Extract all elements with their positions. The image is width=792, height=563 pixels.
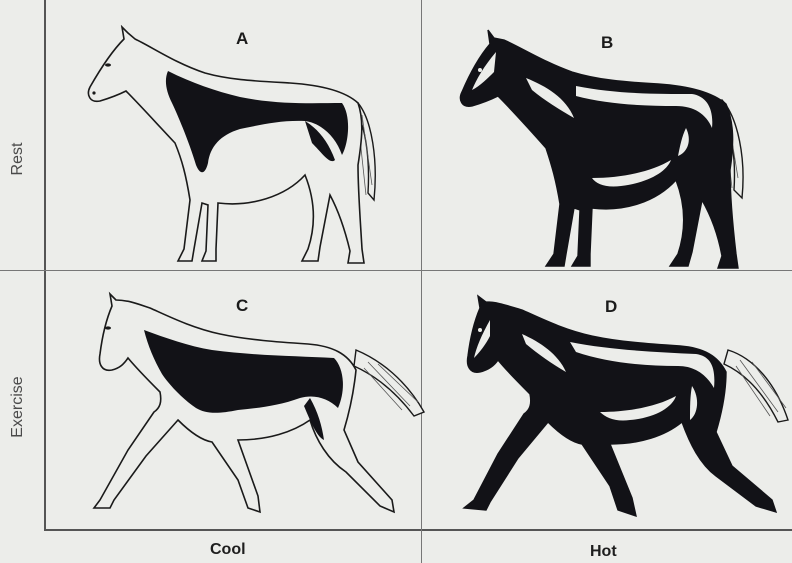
row-label-rest: Rest (9, 139, 27, 179)
standing-horse-mostly-dark-icon (456, 28, 756, 273)
row-label-exercise: Exercise (9, 372, 27, 442)
bottom-axis-line (44, 529, 792, 531)
left-axis-line (44, 0, 46, 530)
column-label-hot: Hot (590, 543, 617, 561)
standing-horse-mostly-white-icon (80, 25, 380, 270)
column-label-cool: Cool (210, 541, 246, 559)
trotting-horse-mostly-dark-icon (460, 294, 792, 529)
trotting-horse-mostly-white-icon (88, 290, 433, 525)
